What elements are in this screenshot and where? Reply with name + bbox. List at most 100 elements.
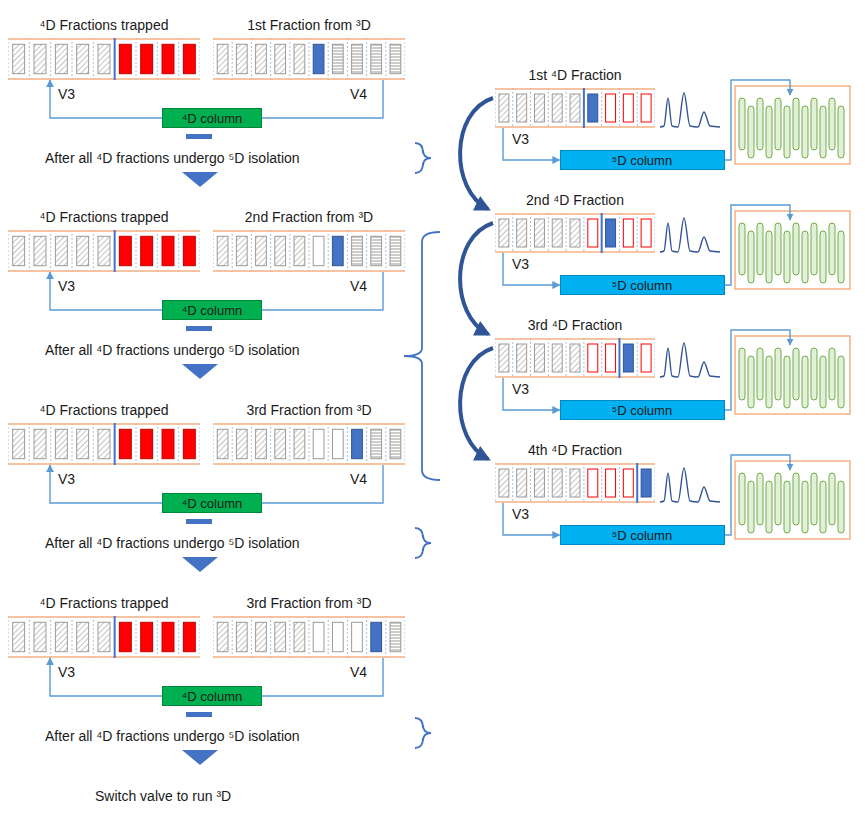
strip-drawing [495,463,655,503]
fraction-well [552,344,562,372]
collector-line [725,330,790,410]
fraction-well [570,219,580,247]
strip-rail [8,270,200,272]
fraction-well [34,236,46,265]
slot-divider [50,616,51,658]
slot-divider [136,38,137,80]
fraction-well [623,469,633,497]
slot-divider [232,38,233,80]
fraction-well [606,219,616,247]
slot-divider [213,616,214,658]
fraction-well [552,469,562,497]
slot-divider [637,463,638,503]
fraction-collector [735,336,850,414]
fraction-well [552,219,562,247]
slot-divider [637,338,638,378]
slot-divider [50,38,51,80]
connector [50,465,162,503]
slot-divider [583,88,584,128]
connector [503,378,560,410]
collection-tube [793,98,799,150]
slot-divider [8,230,9,272]
slot-divider [93,423,94,465]
slot-divider [385,38,386,80]
fraction-well [236,236,247,265]
connector [503,253,560,285]
collection-tube [838,356,844,408]
collection-tube [829,473,835,525]
fraction-well [332,44,343,73]
fraction-well [256,429,267,458]
fraction-well [570,94,580,122]
fraction-well [13,44,25,73]
valve-label: V3 [512,506,529,523]
column-label: ⁵D column [612,528,672,543]
transfer-bar [186,712,212,717]
collection-tube [829,223,835,275]
strip-heading: 2nd Fraction from ³D [193,209,425,226]
position-marker [583,88,585,128]
collection-tube [811,473,817,525]
fraction-well [98,44,110,73]
slot-divider [619,88,620,128]
fraction-well [13,429,25,458]
sequence-arrow [460,223,493,334]
fraction-well [98,429,110,458]
strip-drawing [213,230,405,272]
fraction-well [352,44,363,73]
fraction-well [352,622,363,651]
slot-divider [328,230,329,272]
fraction-well [162,429,174,458]
transfer-bar [186,519,212,524]
collection-tube [802,106,808,158]
strip-rail [213,38,405,40]
collection-tube [793,473,799,525]
slot-divider [309,616,310,658]
slot-divider [251,230,252,272]
strip-rail [213,616,405,618]
slot-divider [114,616,115,658]
fraction-well [183,429,195,458]
collection-tube [820,106,826,158]
fraction-well [623,219,633,247]
collection-tube [766,481,772,533]
fraction-strip: 4th ⁴D Fraction [495,463,655,503]
slot-divider [251,616,252,658]
fraction-well [313,44,324,73]
fraction-well [236,429,247,458]
fraction-well [641,469,651,497]
slot-divider [619,463,620,503]
brace [404,232,440,480]
slot-divider [157,38,158,80]
strip-rail [495,126,655,128]
fraction-well [141,236,153,265]
slot-divider [289,230,290,272]
slot-divider [178,616,179,658]
fraction-well [256,236,267,265]
slot-divider [72,38,73,80]
slot-divider [601,213,602,253]
slot-divider [328,616,329,658]
column-box: ⁴D column [162,108,262,128]
slot-divider [347,616,348,658]
slot-divider [72,230,73,272]
chromatogram [660,93,720,127]
fraction-well [141,622,153,651]
fraction-well [371,236,382,265]
slot-divider [655,88,656,128]
fraction-well [119,429,131,458]
fraction-well [641,219,651,247]
strip-drawing [213,423,405,465]
strip-heading: 2nd ⁴D Fraction [475,192,675,209]
valve-label: V4 [350,86,367,103]
slot-divider [566,88,567,128]
valve-label: V3 [512,256,529,273]
fraction-well [55,429,67,458]
slot-divider [328,38,329,80]
slot-divider [72,423,73,465]
slot-divider [200,230,201,272]
chromatogram [660,218,720,252]
fraction-strip: 3rd Fraction from ³D [213,616,405,658]
sequence-arrow [460,98,493,209]
slot-divider [114,423,115,465]
